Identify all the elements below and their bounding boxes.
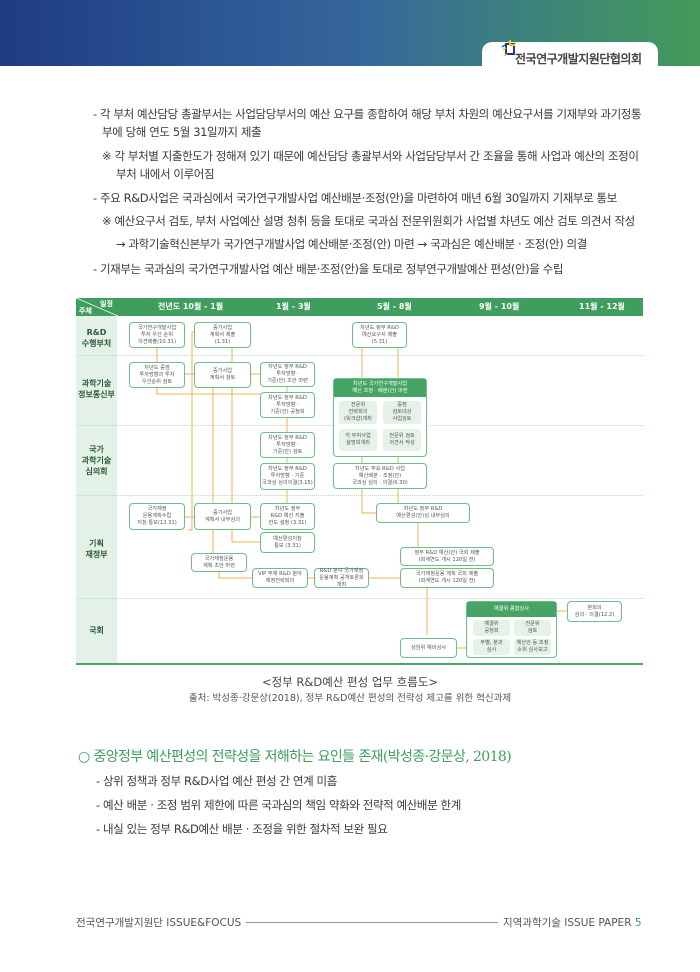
row-label-column <box>76 316 117 663</box>
panel-title: 예결위 종합심사 <box>467 602 556 617</box>
section-heading: ○ 중앙정부 예산편성의 전략성을 저해하는 요인들 존재(박성종·강문상, 2… <box>78 749 512 765</box>
flow-box: 중기사업 계획서 검토 <box>194 362 251 388</box>
panel-cell: 전문위 검토 의견서 작성 <box>383 429 421 451</box>
budget-adjustment-panel: 차년도 국가연구개발사업 예산 조정 · 배분(안) 마련 전문위 전략회의 (… <box>333 378 427 457</box>
flow-box: 차년도 정부 R&D 투자방향 · 기준 국과심 심의의결(3.15) <box>260 463 315 490</box>
org-name: 전국연구개발지원단협의회 <box>515 52 642 66</box>
section-item: - 예산 배분 · 조정 범위 제한에 따른 국과심의 책임 약화와 전략적 예… <box>96 798 461 812</box>
row-label: R&D 수행부처 <box>81 328 112 348</box>
flow-box: 차년도 주요 R&D 사업 예산배분 · 조정(안) 국과심 심의 · 의결(6… <box>333 463 427 489</box>
flow-box: VIP 주재 R&D 분야 재정전략회의 <box>252 568 308 588</box>
period-label: 5월 - 8월 <box>377 302 412 311</box>
flow-box: 국가재정 운용계획수립 지침 통보(12.31) <box>129 503 185 530</box>
panel-cell: 전문위 전략회의 (워크샵)개최 <box>339 401 377 424</box>
period-label: 전년도 10월 - 1월 <box>158 302 224 311</box>
period-label: 9월 - 10월 <box>479 302 520 311</box>
row-divider <box>76 495 643 496</box>
diagram-header: 일정 주체 전년도 10월 - 1월 1월 - 3월 5월 - 8월 9월 - … <box>76 298 643 316</box>
panel-cell: 예산안 등 조정 소위 심사보고 <box>514 639 551 655</box>
flow-box: 국가재정운용 계획 국회 제출 (회계연도 개시 120일 전) <box>400 568 494 588</box>
flow-box: 차년도 정부 R&D 투자방향 · 기준(안) 초안 마련 <box>260 362 315 387</box>
note-line: ※ 예산요구서 검토, 부처 사업예산 설명 청취 등을 토대로 국과심 전문위… <box>102 214 635 228</box>
flow-box: 차년도 정부 R&D 투자방향 · 기준(안) 공청회 <box>260 392 315 418</box>
note-line: ※ 각 부처별 지출한도가 정해져 있기 때문에 예산담당 총괄부서와 사업담당… <box>102 149 639 163</box>
panel-cell: 전문위 검토 <box>514 620 551 636</box>
corner-schedule-label: 일정 <box>100 300 113 308</box>
note-line: 부처 내에서 이루어짐 <box>116 167 215 181</box>
row-divider <box>76 598 643 599</box>
body-line: - 각 부처 예산담당 총괄부서는 사업담당부서의 예산 요구를 종합하여 해당… <box>93 107 642 121</box>
section-item: - 상위 정책과 정부 R&D사업 예산 편성 간 연계 미흡 <box>96 774 337 788</box>
flow-box: 예산편성지침 통보 (3.31) <box>260 532 315 553</box>
body-line: - 기재부는 국과심의 국가연구개발사업 예산 배분·조정(안)을 토대로 정부… <box>93 262 564 276</box>
panel-cell: 각 부처사업 설명회개최 <box>339 429 377 451</box>
flow-box: 국가연구개발사업 투자 우선 순위 의견제출(10.31) <box>129 322 185 348</box>
row-label: 국회 <box>89 626 104 635</box>
row-divider <box>76 355 643 356</box>
body-line: - 주요 R&D사업은 국과심에서 국가연구개발사업 예산배분·조정(안)을 마… <box>93 191 617 205</box>
flow-box: 차년도 정부 R&D 투자방향 · 기준(안) 검토 <box>260 432 315 458</box>
figure-source: 출처: 박성종·강문상(2018), 정부 R&D예산 편성의 전략성 제고를 … <box>188 693 512 704</box>
panel-cell: 예결위 공청회 <box>473 620 510 636</box>
flow-box: R&D 분야 국가재정 운용계획 공개토론회 개최 <box>314 568 369 588</box>
row-label: 국가 과학기술 심의회 <box>81 445 112 476</box>
flow-box: 정부 R&D 예산(안) 국회 제출 (회계연도 개시 120일 전) <box>400 547 494 566</box>
row-label: 기획 재정부 <box>85 539 108 559</box>
body-line: 부에 당해 연도 5월 31일까지 제출 <box>102 125 262 139</box>
period-label: 11월 - 12월 <box>579 302 625 311</box>
period-label: 1월 - 3월 <box>276 302 311 311</box>
page-number: 5 <box>634 917 642 929</box>
row-label: 과학기술 정보통신부 <box>78 379 115 399</box>
figure-caption: <정부 R&D예산 편성 업무 흐름도> <box>261 675 439 689</box>
flow-box: 중기사업 계획서 제출 (1.31) <box>194 322 251 348</box>
section-item: - 내실 있는 정부 R&D예산 배분 · 조정을 위한 절차적 보완 필요 <box>96 822 388 836</box>
corner-subject-label: 주체 <box>79 307 92 315</box>
panel-title: 차년도 국가연구개발사업 예산 조정 · 배분(안) 마련 <box>334 379 426 397</box>
org-logo-icon <box>501 40 517 57</box>
committee-review-panel: 예결위 종합심사 예결위 공청회 전문위 검토 부별, 분과 심사 예산안 등 … <box>466 601 557 658</box>
flow-box: 차년도 정부 R&D 예산편성(안)심 내부심의 <box>376 503 470 523</box>
panel-cell: 중점 검토대상 사업검토 <box>383 401 421 424</box>
flow-box: 차년도 정부 R&D 예산 지출 한도 설정 (3.31) <box>260 503 315 530</box>
corner-diagonal <box>76 298 118 316</box>
footer-rule <box>246 922 498 923</box>
footer-right: 지역과학기술 ISSUE PAPER 5 <box>503 915 642 930</box>
note-line: → 과학기술혁신본부가 국가연구개발사업 예산배분·조정(안) 마련 → 국과심… <box>116 237 587 251</box>
flow-box: 중기사업 계획서 내부심의 <box>194 503 251 530</box>
footer-publication: 지역과학기술 ISSUE PAPER <box>503 917 632 929</box>
panel-cell: 부별, 분과 심사 <box>473 639 510 655</box>
footer-left: 전국연구개발지원단 ISSUE&FOCUS <box>76 917 242 929</box>
flow-box: 상임위 예비심사 <box>400 638 457 658</box>
flow-box: 본회의 심의 · 의결(12.2) <box>567 601 622 622</box>
flow-box: 차년도 정부 R&D 예산요구서 제출 (5.31) <box>352 322 407 348</box>
flow-box: 국가재정운용 계획 초안 마련 <box>191 553 247 572</box>
flow-box: 차년도 중점 투자방향과 투자 우선순위 검토 <box>129 362 185 388</box>
